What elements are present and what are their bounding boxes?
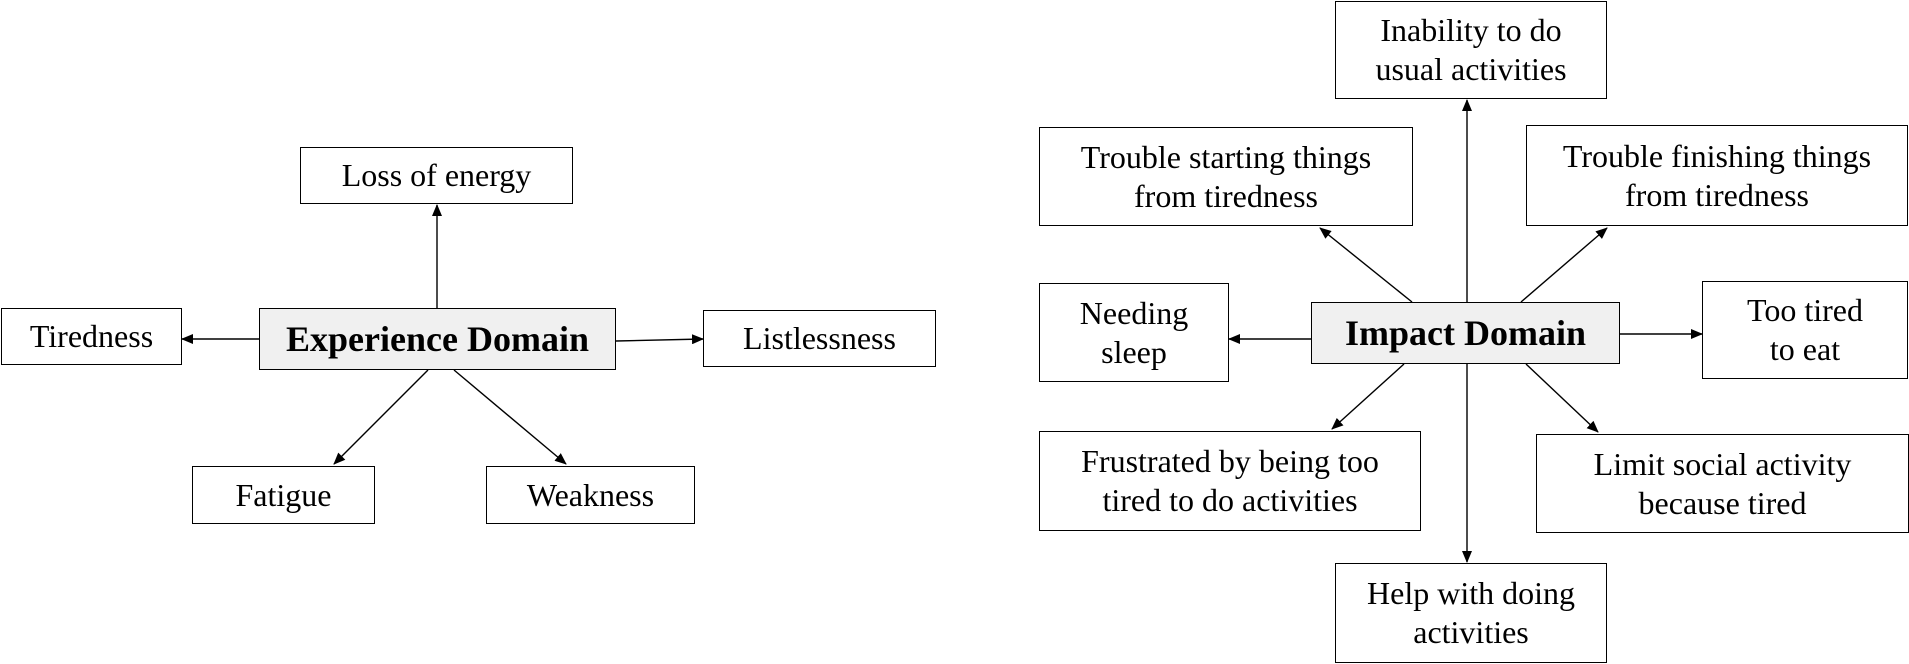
node-label: Loss of energy [341,157,532,193]
arrow-to-listlessness [615,334,704,345]
node-label-line: to eat [1769,331,1841,367]
node-too-tired-to-eat: Too tired to eat [1702,281,1908,379]
arrow-to-limit-social [1525,363,1599,433]
node-label-line: Trouble starting things [1080,138,1372,175]
node-label: Weakness [526,476,655,513]
node-label: Listlessness [743,320,896,356]
node-label: Experience Domain [286,318,589,359]
node-tiredness: Tiredness [1,308,182,365]
node-weakness: Weakness [486,466,695,524]
node-label-line: tired to do activities [1102,482,1358,518]
node-label-line: Limit social activity [1593,445,1852,482]
node-limit-social-activity: Limit social activity because tired [1536,434,1909,533]
node-label-line: from tiredness [1625,176,1809,213]
node-label-line: Too tired [1747,292,1863,328]
node-trouble-starting: Trouble starting things from tiredness [1039,127,1413,226]
node-label-line: Trouble finishing things [1562,137,1872,174]
arrow-to-trouble-starting [1319,227,1413,303]
node-needing-sleep: Needing sleep [1039,283,1229,382]
node-label-line: sleep [1101,333,1167,370]
node-trouble-finishing: Trouble finishing things from tiredness [1526,125,1908,226]
node-experience-domain: Experience Domain [259,308,616,370]
node-label-line: because tired [1638,484,1807,521]
arrow-to-weakness [453,369,567,465]
node-frustrated: Frustrated by being too tired to do acti… [1039,431,1421,531]
node-help-with-activities: Help with doing activities [1335,563,1607,663]
node-label: Impact Domain [1345,312,1586,353]
node-label-line: activities [1413,614,1529,650]
node-label: Fatigue [235,476,332,513]
arrow-to-frustrated [1331,363,1405,430]
node-label-line: Inability to do [1380,12,1562,48]
node-label-line: from tiredness [1134,177,1318,214]
node-label: Tiredness [29,318,154,354]
node-impact-domain: Impact Domain [1311,302,1620,364]
node-listlessness: Listlessness [703,310,936,367]
node-label-line: Needing [1079,294,1189,331]
node-label-line: Frustrated by being too [1081,443,1379,479]
node-label-line: usual activities [1375,51,1567,87]
node-inability-usual-activities: Inability to do usual activities [1335,1,1607,99]
node-loss-of-energy: Loss of energy [300,147,573,204]
arrow-to-trouble-finishing [1520,227,1608,303]
node-label-line: Help with doing [1367,575,1575,611]
arrow-to-fatigue [333,369,429,465]
node-fatigue: Fatigue [192,466,375,524]
